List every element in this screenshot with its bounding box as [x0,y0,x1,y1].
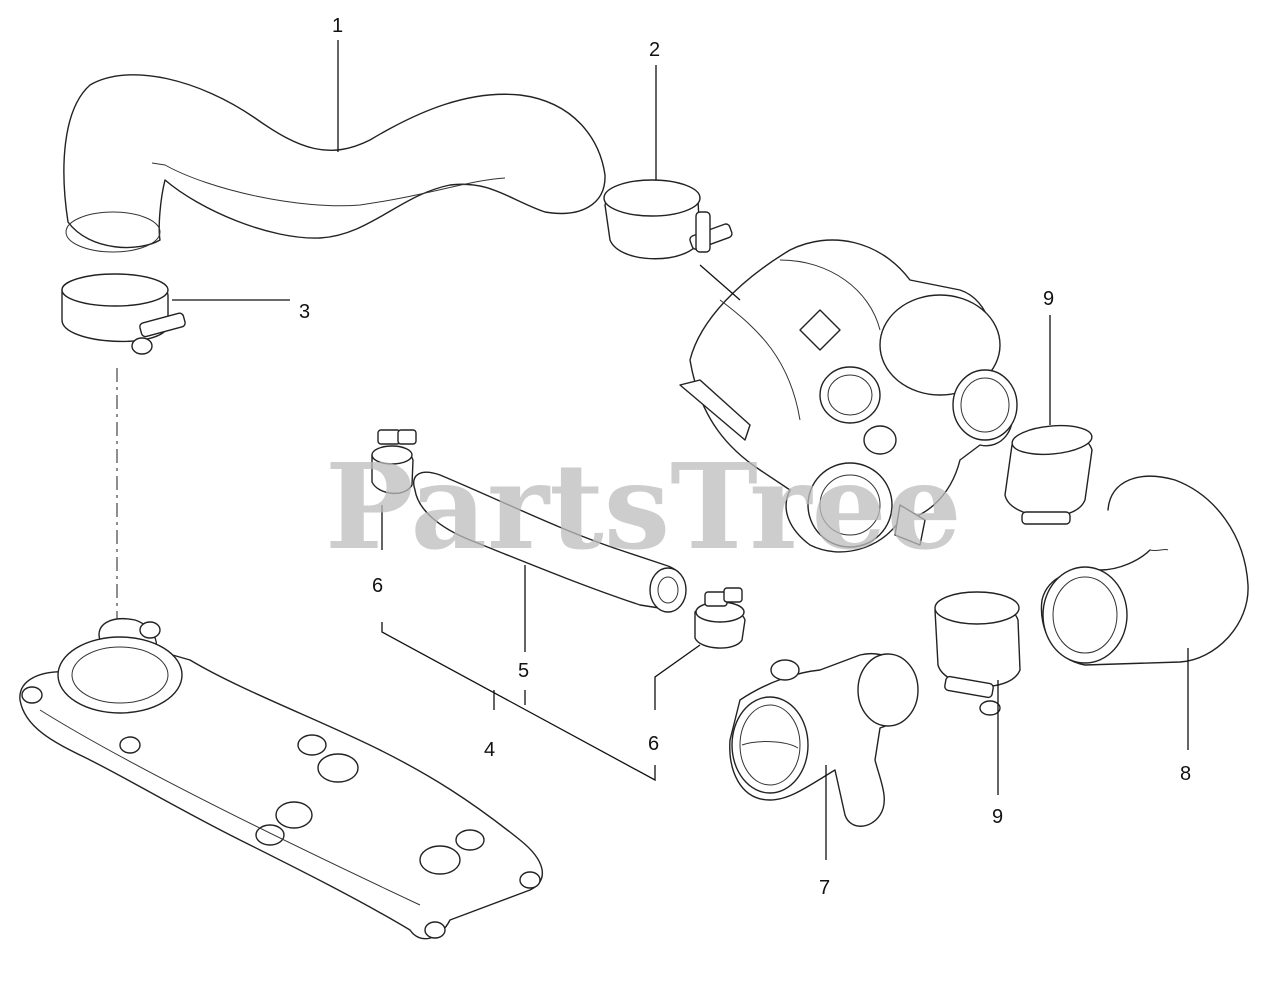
clamp-part-2[interactable] [603,179,733,260]
callout-2: 2 [649,39,660,61]
clamp-part-6-left[interactable] [371,429,417,494]
callout-9-lower: 9 [992,806,1003,828]
clamp-part-6-right[interactable] [694,587,746,649]
callout-5: 5 [518,660,529,682]
callout-6-right: 6 [648,733,659,755]
callout-7: 7 [819,877,830,899]
callout-3: 3 [299,301,310,323]
callout-4: 4 [484,739,495,761]
thermostat-housing-part-7[interactable] [729,653,919,827]
callout-6-left: 6 [372,575,383,597]
clamp-part-9-lower[interactable] [934,591,1021,716]
turbocharger [679,239,1018,553]
callout-8: 8 [1180,763,1191,785]
hose-part-5[interactable] [413,471,687,613]
leader-lines [172,40,1189,860]
callout-labels: 1 2 3 4 5 6 6 7 8 9 9 [299,15,1191,899]
callout-9-upper: 9 [1043,288,1054,310]
valve-cover [19,618,543,940]
watermark-text: PartsTree [325,437,962,576]
hose-part-8[interactable] [1040,475,1249,666]
callout-1: 1 [332,15,343,37]
clamp-part-3[interactable] [61,273,186,355]
hose-part-1[interactable] [63,74,606,253]
clamp-part-9-upper[interactable] [1004,423,1093,525]
